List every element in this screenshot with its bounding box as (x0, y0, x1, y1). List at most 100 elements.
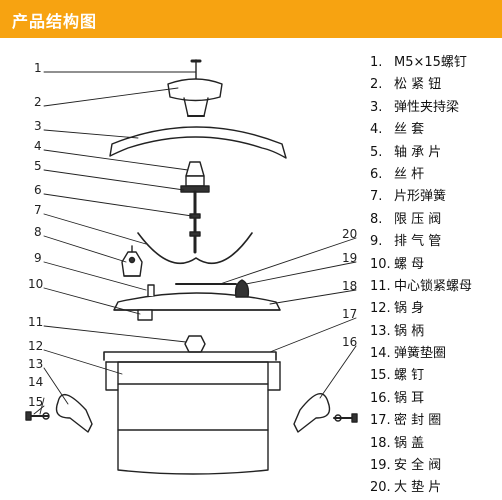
legend-item-label: 弹性夹持梁 (394, 99, 460, 115)
exploded-diagram: 1 2 3 4 5 6 7 8 9 10 11 12 13 14 15 16 1… (25, 59, 358, 475)
legend-item-label: 限 压 阀 (394, 211, 442, 227)
legend-item-number: 20. (370, 480, 391, 496)
legend-item-label: 锅 盖 (394, 435, 425, 451)
legend-item-label: 锅 柄 (394, 323, 425, 339)
part-screw (190, 59, 202, 81)
legend-item: 15.螺 钉 (370, 365, 498, 387)
legend-item: 8. 限 压 阀 (370, 209, 498, 231)
legend-item: 4. 丝 套 (370, 119, 498, 141)
legend-item: 10.螺 母 (370, 254, 498, 276)
callout-15: 15 (28, 395, 43, 409)
legend-item: 3. 弹性夹持梁 (370, 97, 498, 119)
header-bar: 产品结构图 (0, 0, 502, 38)
legend-item-number: 18. (370, 435, 391, 451)
legend-item-label: 丝 杆 (394, 166, 425, 182)
legend-item: 13.锅 柄 (370, 321, 498, 343)
part-clamp-beam (109, 126, 287, 159)
legend-item: 5. 轴 承 片 (370, 142, 498, 164)
part-leaf-spring (137, 232, 253, 265)
callout-8: 8 (34, 225, 42, 239)
legend-item: 16.锅 耳 (370, 388, 498, 410)
callout-2: 2 (34, 95, 42, 109)
legend-item-label: 松 紧 钮 (394, 77, 442, 93)
legend-item: 12.锅 身 (370, 298, 498, 320)
part-screw-rod (180, 161, 210, 254)
part-right-screw (333, 413, 358, 423)
callout-11: 11 (28, 315, 43, 329)
legend-item-label: 丝 套 (394, 122, 425, 138)
legend-item-number: 2. (370, 77, 383, 93)
callout-9: 9 (34, 251, 42, 265)
part-left-screw (25, 411, 50, 421)
legend-item: 20.大 垫 片 (370, 477, 498, 499)
legend-item-number: 4. (370, 122, 383, 138)
part-pot-ear (293, 393, 331, 433)
part-knob (167, 78, 223, 117)
legend-item: 18.锅 盖 (370, 433, 498, 455)
legend-item-label: 片形弹簧 (394, 189, 447, 205)
callout-20: 20 (342, 227, 357, 241)
callout-18: 18 (342, 279, 357, 293)
page-title: 产品结构图 (12, 12, 98, 31)
callout-3: 3 (34, 119, 42, 133)
legend-item-number: 8. (370, 211, 383, 227)
part-pressure-valve (121, 245, 143, 277)
legend-item: 7. 片形弹簧 (370, 186, 498, 208)
legend-item-label: 螺 钉 (394, 368, 425, 384)
legend-item-number: 10. (370, 256, 391, 272)
callout-16: 16 (342, 335, 357, 349)
legend-item-number: 16. (370, 390, 391, 406)
legend-item: 14.弹簧垫圈 (370, 343, 498, 365)
legend-item-number: 6. (370, 166, 383, 182)
legend-item-label: 大 垫 片 (394, 480, 442, 496)
callout-7: 7 (34, 203, 42, 217)
callout-13: 13 (28, 357, 43, 371)
legend-item-label: 安 全 阀 (394, 458, 442, 474)
callout-1: 1 (34, 61, 42, 75)
legend-item-label: 排 气 管 (394, 234, 442, 250)
legend-item-number: 11. (370, 278, 391, 294)
leader-lines (33, 71, 357, 415)
callout-17: 17 (342, 307, 357, 321)
legend-item-number: 12. (370, 301, 391, 317)
legend-item: 1. M5×15螺钉 (370, 52, 498, 74)
callout-12: 12 (28, 339, 43, 353)
legend-item-number: 14. (370, 346, 391, 362)
legend-item-label: 密 封 圈 (394, 413, 442, 429)
legend-item-label: 弹簧垫圈 (394, 346, 447, 362)
legend-item-number: 13. (370, 323, 391, 339)
legend-item-label: 中心锁紧螺母 (394, 278, 473, 294)
callout-14: 14 (28, 375, 43, 389)
legend-item: 17.密 封 圈 (370, 410, 498, 432)
legend-item: 11.中心锁紧螺母 (370, 276, 498, 298)
part-sealing-ring (103, 351, 277, 361)
part-lid (113, 279, 281, 321)
part-pot-handle (55, 393, 93, 433)
legend-item-number: 1. (370, 55, 383, 70)
callout-numbers: 1 2 3 4 5 6 7 8 9 10 11 12 13 14 15 16 1… (28, 61, 357, 409)
legend-item-label: M5×15螺钉 (394, 55, 467, 70)
callout-5: 5 (34, 159, 42, 173)
parts-legend: 1.M5×15螺钉 2.松 紧 钮 3.弹性夹持梁 4.丝 套 5.轴 承 片 … (370, 52, 498, 500)
callout-6: 6 (34, 183, 42, 197)
legend-item-number: 3. (370, 99, 383, 115)
legend-item-number: 19. (370, 458, 391, 474)
legend-item: 9. 排 气 管 (370, 231, 498, 253)
legend-item: 19.安 全 阀 (370, 455, 498, 477)
legend-item-number: 15. (370, 368, 391, 384)
callout-19: 19 (342, 251, 357, 265)
callout-10: 10 (28, 277, 43, 291)
legend-item-number: 5. (370, 144, 383, 160)
legend-item-label: 螺 母 (394, 256, 425, 272)
legend-item: 6. 丝 杆 (370, 164, 498, 186)
legend-item-label: 锅 耳 (394, 390, 425, 406)
callout-4: 4 (34, 139, 42, 153)
part-center-nut (184, 335, 206, 353)
legend-item-label: 锅 身 (394, 301, 425, 317)
legend-item-number: 17. (370, 413, 391, 429)
legend-item-label: 轴 承 片 (394, 144, 442, 160)
legend-item-number: 7. (370, 189, 383, 205)
legend-item: 2. 松 紧 钮 (370, 74, 498, 96)
legend-item-number: 9. (370, 234, 383, 250)
part-pot-body (105, 361, 281, 475)
